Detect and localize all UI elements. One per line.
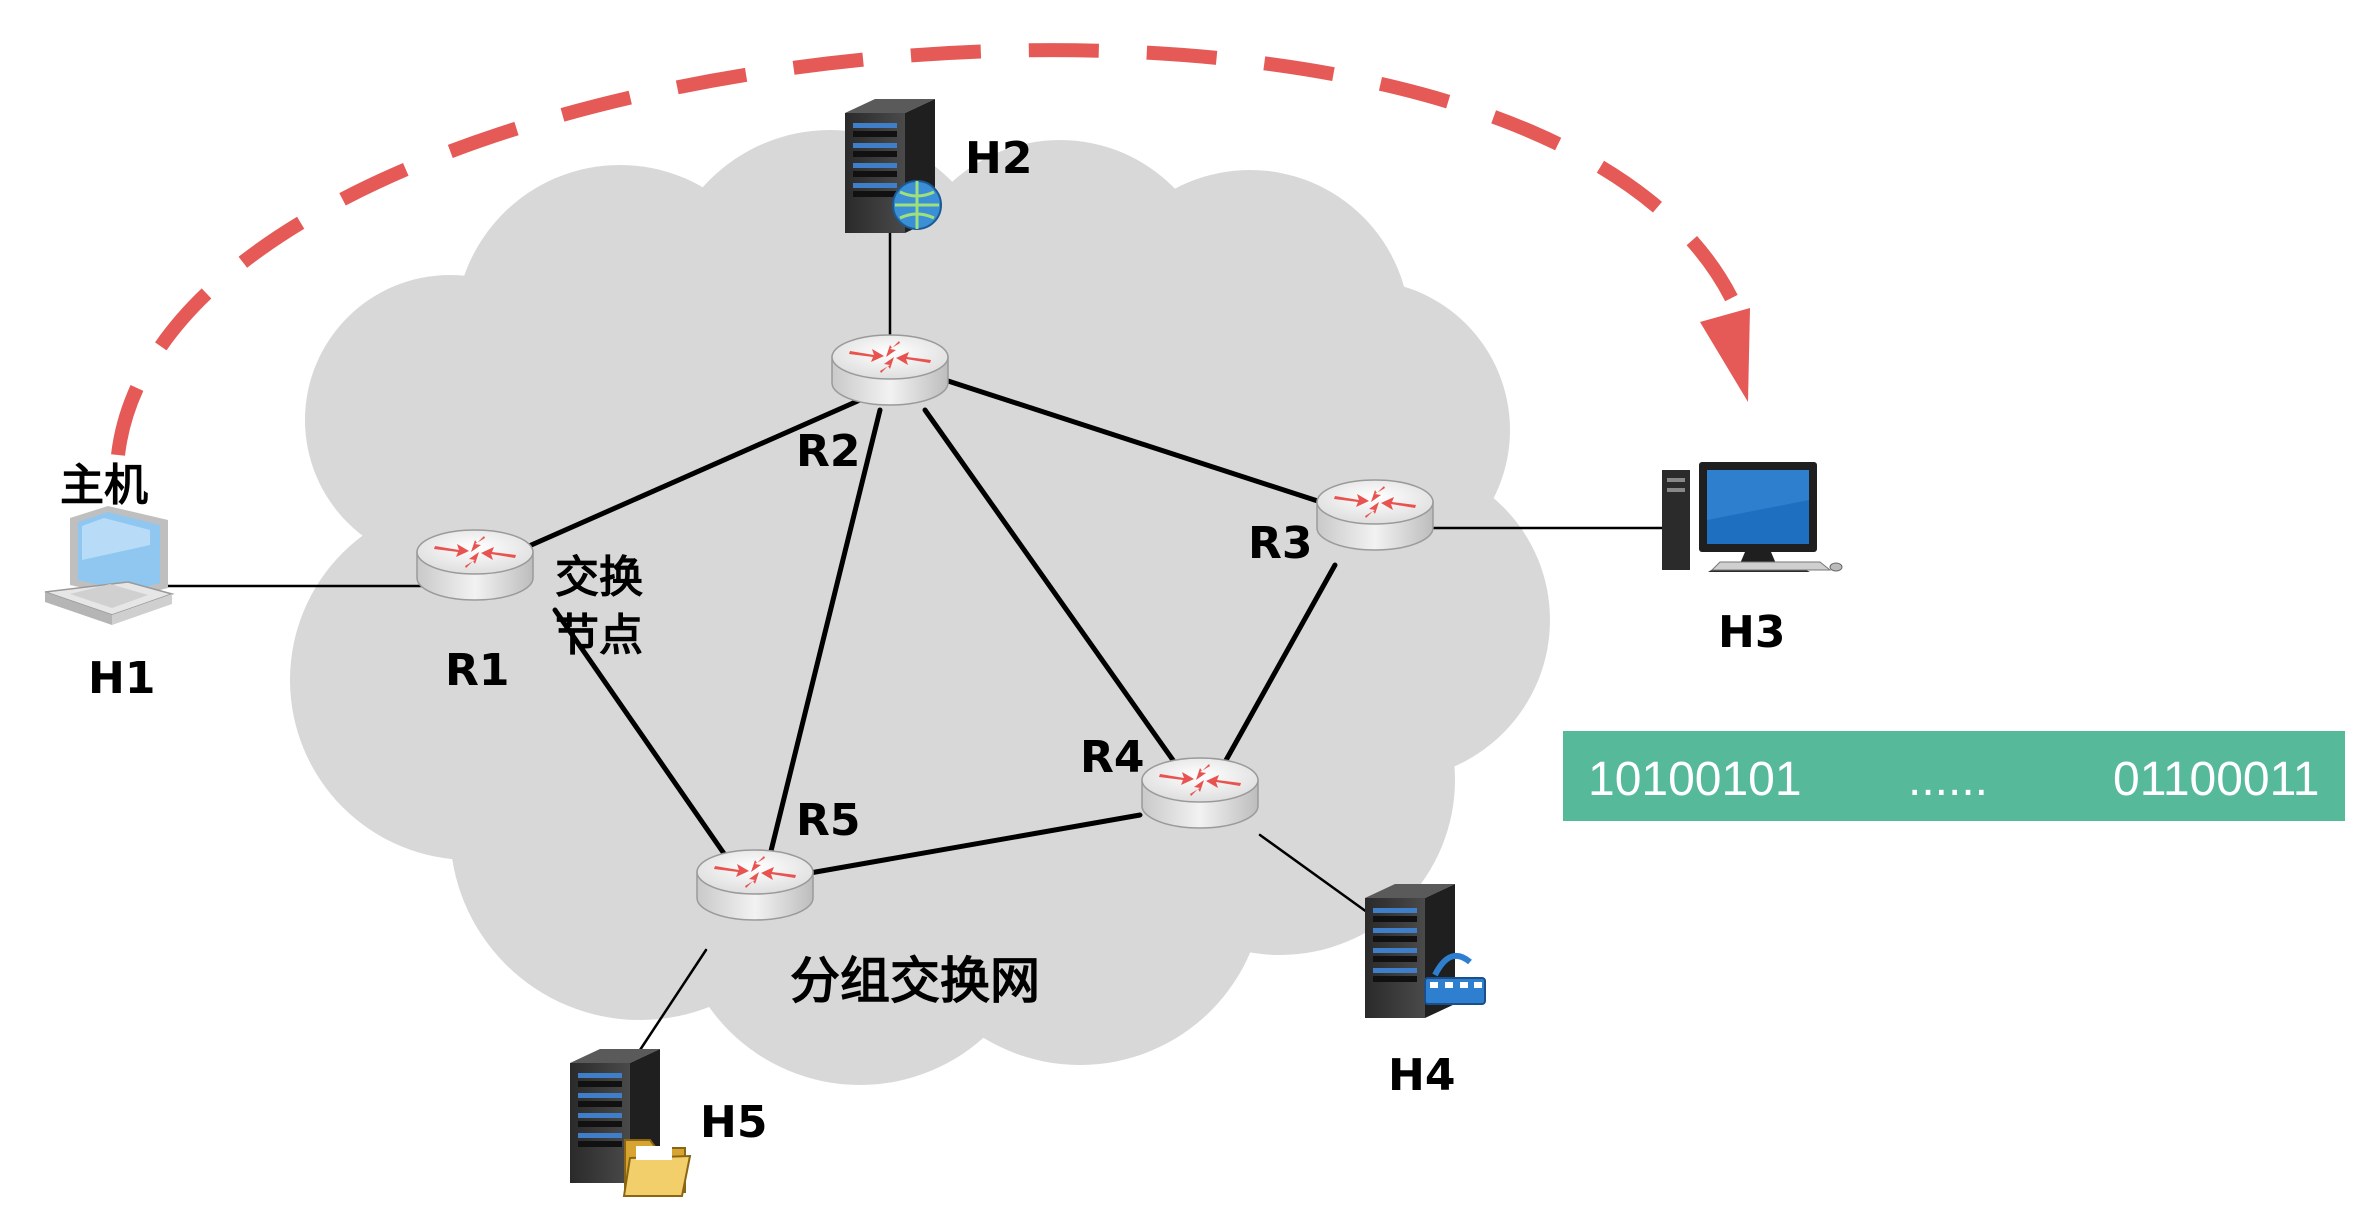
host-h1-label: H1 [88, 653, 155, 704]
router-r3 [1316, 479, 1434, 551]
network-label: 分组交换网 [790, 952, 1040, 1010]
link-r1-r5 [552, 607, 728, 858]
router-r5-label: R5 [796, 795, 861, 846]
host-caption-label: 主机 [60, 460, 148, 511]
bitstream-last: 01100011 [2113, 753, 2319, 806]
host-h5-label: H5 [700, 1097, 767, 1148]
link-r3-r4 [1222, 562, 1338, 765]
host-h1-laptop-icon [44, 506, 175, 625]
bitstream-background [1563, 731, 2345, 821]
router-r2-label: R2 [796, 426, 861, 477]
router-r3-label: R3 [1248, 518, 1313, 569]
router-r1 [416, 529, 534, 601]
links [166, 223, 1667, 1052]
host-h3-desktop-icon [1662, 462, 1843, 572]
network-cloud [290, 130, 1550, 1085]
link-r2-r4 [922, 407, 1183, 773]
host-h5-server-icon [570, 1049, 692, 1197]
transfer-arrowhead [1700, 308, 1750, 402]
host-h3-label: H3 [1718, 607, 1785, 658]
host-h2-server-icon [845, 99, 942, 233]
switch-node-label-line2: 节点 [555, 610, 643, 661]
bitstream-ellipsis: ...... [1908, 753, 1988, 806]
link-r2-r5 [767, 407, 883, 858]
router-r1-label: R1 [445, 645, 510, 696]
folder-icon [622, 1139, 692, 1197]
host-h4-server-icon [1365, 884, 1486, 1018]
host-h2-label: H2 [965, 133, 1032, 184]
link-r1-r2 [517, 397, 863, 553]
bitstream-first: 10100101 [1588, 753, 1802, 806]
link-r2-r3 [942, 377, 1333, 508]
router-r4 [1141, 757, 1259, 829]
film-icon [1424, 952, 1486, 1005]
link-r4-h4 [1258, 833, 1380, 922]
router-r2 [831, 334, 949, 406]
switch-node-label-line1: 交换 [555, 552, 643, 603]
transfer-arrow [111, 43, 1752, 456]
router-r5 [696, 849, 814, 921]
bitstream-bar: 10100101 ...... 01100011 [1563, 731, 2345, 821]
link-r5-r4 [807, 812, 1143, 876]
link-r5-h5 [638, 948, 708, 1052]
host-h4-label: H4 [1388, 1050, 1455, 1101]
router-r4-label: R4 [1080, 732, 1145, 783]
